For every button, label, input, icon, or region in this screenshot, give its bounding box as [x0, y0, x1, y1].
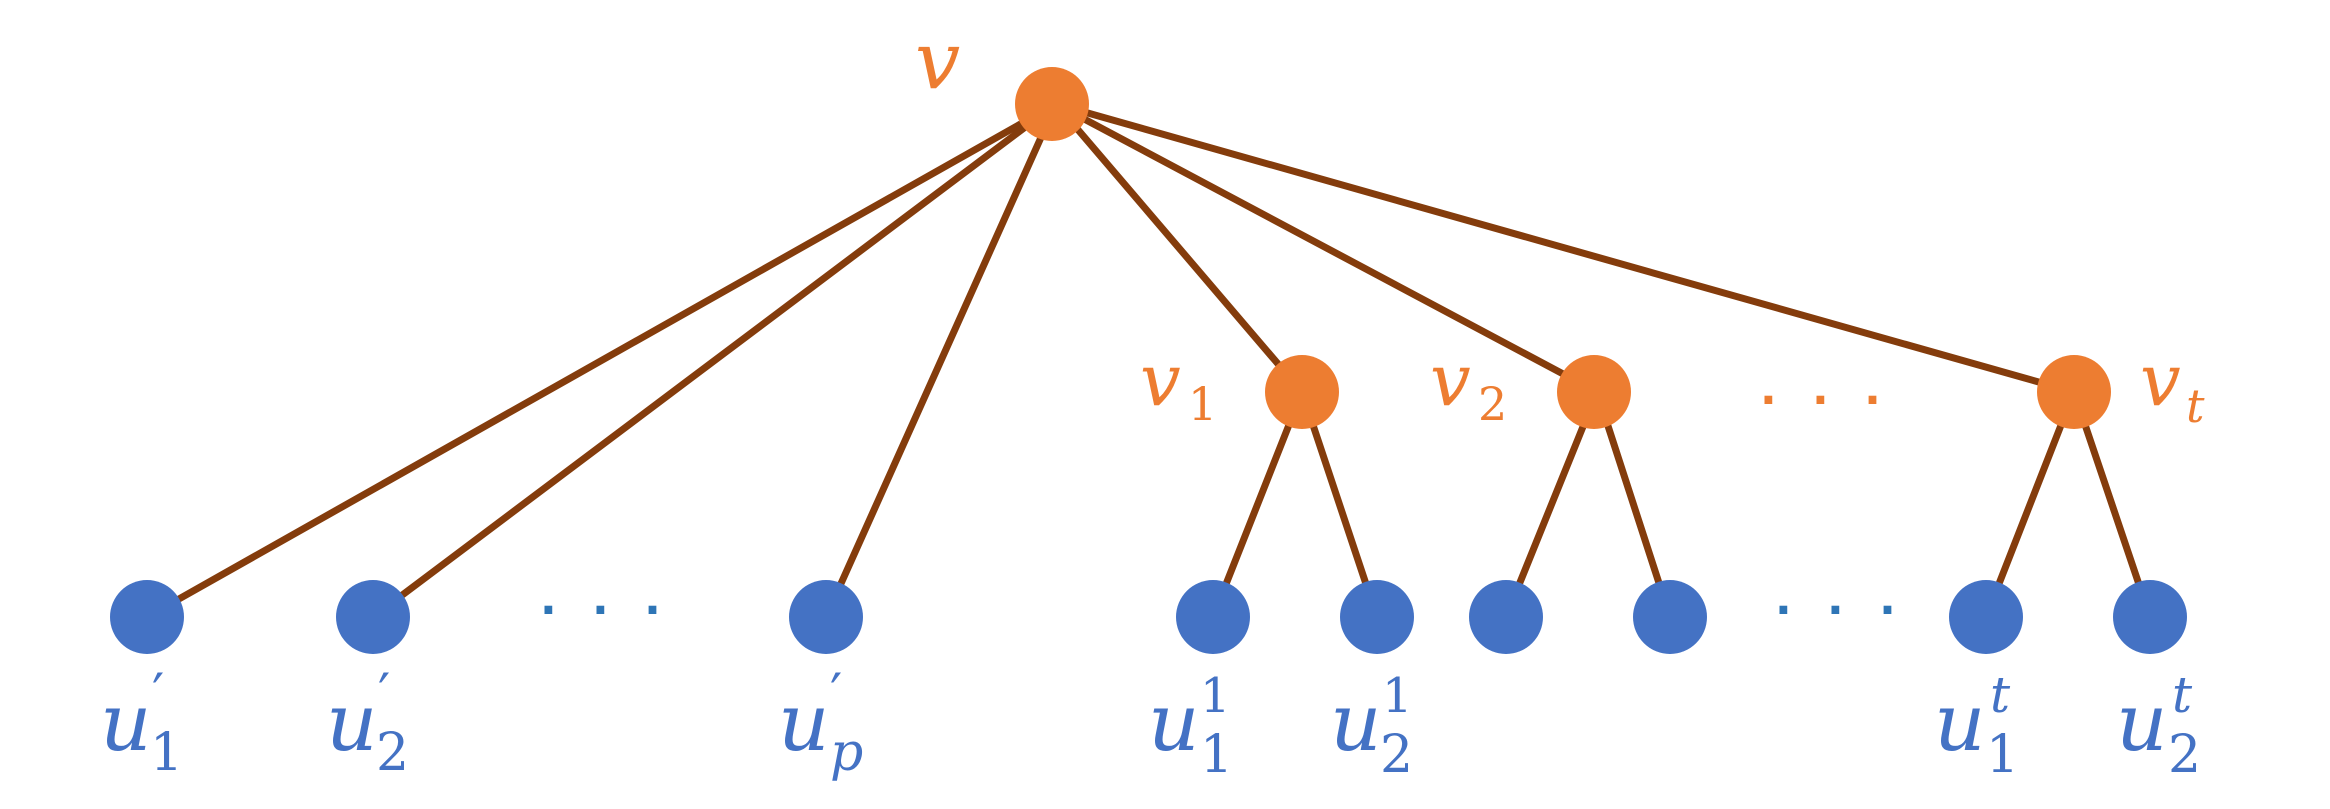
- ellipsis-left-leaves: · · ·: [540, 585, 671, 636]
- edge-v-v2: [1052, 100, 1601, 396]
- label-v2: v 2: [1430, 338, 1507, 431]
- node-ut1: [1949, 580, 2023, 654]
- edge-v1-u12: [1298, 388, 1381, 621]
- label-u11: u 1 1: [1148, 668, 1236, 785]
- label-u11-sup: 1: [1200, 668, 1231, 724]
- edge-v-upp: [822, 100, 1060, 621]
- label-up1: u ′ 1: [100, 662, 183, 783]
- label-ut2-base: u: [2116, 676, 2168, 769]
- label-vt-sub: t: [2186, 379, 2205, 433]
- orange-nodes: [1015, 67, 2111, 429]
- label-ut2-sup: t: [2172, 666, 2193, 724]
- edge-v1-u11: [1209, 388, 1306, 621]
- edge-v-vt: [1052, 100, 2078, 396]
- ellipsis-children: · · ·: [1760, 375, 1891, 426]
- label-v2-sub: 2: [1478, 377, 1507, 431]
- label-ut1-sup: t: [1990, 666, 2011, 724]
- node-u12: [1340, 580, 1414, 654]
- node-u11: [1176, 580, 1250, 654]
- node-ut2: [2113, 580, 2187, 654]
- label-upp: u ′ p: [778, 662, 863, 783]
- label-ut2-sub: 2: [2168, 725, 2201, 785]
- label-u12: u 1 2: [1330, 668, 1418, 785]
- node-upp: [789, 580, 863, 654]
- label-up2-sup: ′: [378, 662, 390, 725]
- label-u11-base: u: [1148, 676, 1200, 769]
- label-v: v: [915, 14, 960, 107]
- label-upp-base: u: [778, 676, 830, 769]
- label-up2-base: u: [326, 676, 378, 769]
- label-up1-base: u: [100, 676, 152, 769]
- label-up2: u ′ 2: [326, 662, 409, 783]
- label-v1-sub: 1: [1188, 377, 1217, 431]
- edge-v2-u21: [1502, 388, 1601, 621]
- edge-v-up2: [369, 100, 1060, 621]
- label-v2-base: v: [1430, 338, 1471, 422]
- label-v1: v 1: [1140, 338, 1217, 431]
- node-v2: [1557, 355, 1631, 429]
- label-upp-sup: ′: [830, 662, 842, 725]
- blue-nodes: [110, 580, 2187, 654]
- label-upp-sub: p: [830, 723, 863, 783]
- edges: [143, 100, 2154, 621]
- label-ut1-sub: 1: [1986, 725, 2019, 785]
- edge-v2-u22: [1593, 388, 1674, 621]
- label-vt-base: v: [2140, 338, 2181, 422]
- edge-v-v1: [1052, 100, 1306, 396]
- label-ut1-base: u: [1934, 676, 1986, 769]
- node-vt: [2037, 355, 2111, 429]
- node-v: [1015, 67, 1089, 141]
- node-up2: [336, 580, 410, 654]
- node-v1: [1265, 355, 1339, 429]
- label-up2-sub: 2: [376, 723, 409, 783]
- node-up1: [110, 580, 184, 654]
- label-ut2: u t 2: [2116, 666, 2201, 785]
- label-up1-sub: 1: [150, 723, 183, 783]
- label-up1-sup: ′: [152, 662, 164, 725]
- label-u12-sub: 2: [1380, 725, 1413, 785]
- edge-v-up1: [143, 100, 1060, 621]
- label-vt: v t: [2140, 338, 2205, 433]
- node-u21: [1469, 580, 1543, 654]
- label-ut1: u t 1: [1934, 666, 2019, 785]
- edge-vt-ut1: [1982, 388, 2078, 621]
- edge-vt-ut2: [2070, 388, 2154, 621]
- label-v1-base: v: [1140, 338, 1181, 422]
- label-u12-base: u: [1330, 676, 1382, 769]
- label-u12-sup: 1: [1382, 668, 1413, 724]
- ellipsis-right-leaves: · · ·: [1775, 585, 1906, 636]
- node-u22: [1633, 580, 1707, 654]
- label-u11-sub: 1: [1200, 725, 1233, 785]
